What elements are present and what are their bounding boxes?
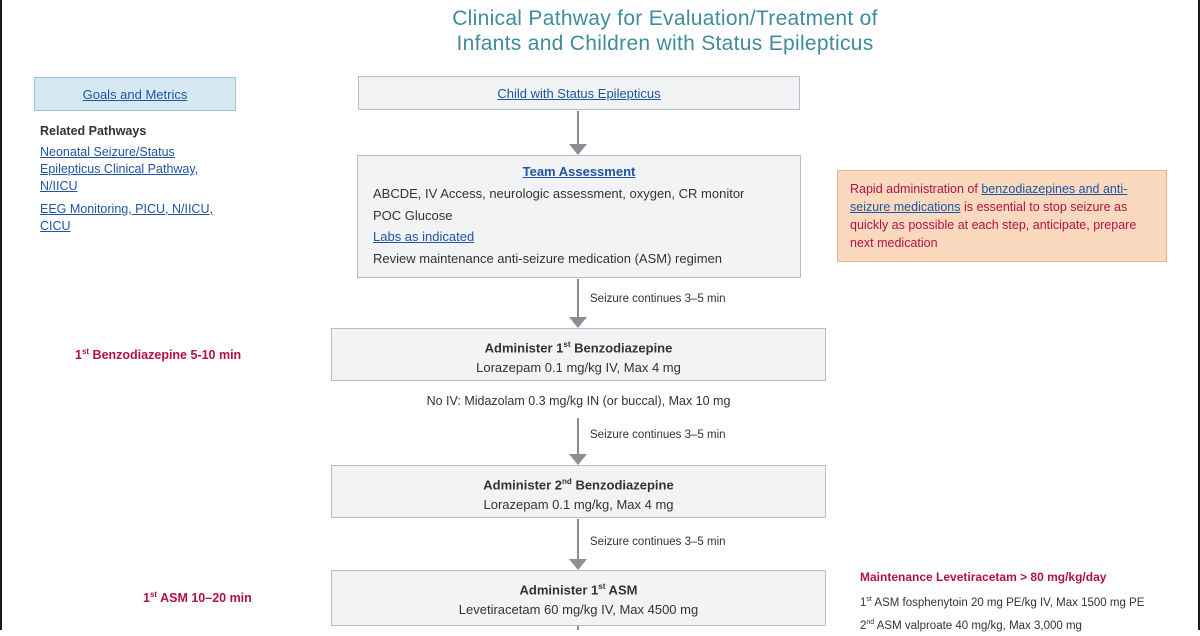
flow-arrow: [567, 626, 589, 630]
goals-metrics-box: Goals and Metrics: [34, 77, 236, 111]
timing-number: 1: [143, 591, 150, 606]
alert-text-after: is essential to stop seizure as quickly …: [850, 200, 1137, 250]
maintenance-item: 1st ASM fosphenytoin 20 mg PE/kg IV, Max…: [860, 590, 1144, 613]
item-number: 1: [860, 596, 867, 609]
first-asm-heading: Administer 1st ASM: [332, 577, 825, 600]
team-assessment-line: ABCDE, IV Access, neurologic assessment,…: [373, 186, 745, 201]
related-pathways-header: Related Pathways: [40, 124, 147, 138]
heading-suffix: ASM: [605, 582, 638, 598]
heading-superscript: nd: [562, 477, 572, 486]
first-benzodiazepine-box: Administer 1st Benzodiazepine Lorazepam …: [331, 328, 826, 381]
second-benzodiazepine-box: Administer 2nd Benzodiazepine Lorazepam …: [331, 465, 826, 518]
item-number: 2: [860, 619, 867, 632]
title-line-2: Infants and Children with Status Epilept…: [456, 32, 874, 55]
asm-timing-label: 1st ASM 10–20 min: [143, 590, 252, 605]
team-assessment-line: Review maintenance anti-seizure medicati…: [373, 250, 722, 266]
first-asm-box: Administer 1st ASM Levetiracetam 60 mg/k…: [331, 570, 826, 626]
flow-arrow: [567, 111, 589, 155]
heading-suffix: Benzodiazepine: [570, 340, 673, 356]
related-pathways: Related Pathways Neonatal Seizure/Status…: [40, 124, 230, 241]
seizure-continues-label: Seizure continues 3–5 min: [590, 536, 726, 548]
goals-metrics-link[interactable]: Goals and Metrics: [82, 86, 188, 102]
neonatal-seizure-pathway-link[interactable]: Neonatal Seizure/Status Epilepticus Clin…: [40, 145, 199, 193]
heading-prefix: Administer 1: [519, 582, 599, 598]
timing-number: 1: [75, 348, 82, 363]
item-text: ASM valproate 40 mg/kg, Max 3,000 mg: [874, 619, 1082, 632]
no-iv-midazolam-note: No IV: Midazolam 0.3 mg/kg IN (or buccal…: [426, 394, 731, 408]
timing-text: ASM 10–20 min: [157, 591, 252, 606]
seizure-continues-label: Seizure continues 3–5 min: [590, 429, 726, 441]
page-title: Clinical Pathway for Evaluation/Treatmen…: [250, 6, 1080, 56]
flow-arrow: [567, 418, 589, 465]
benzodiazepine-timing-label: 1st Benzodiazepine 5-10 min: [75, 347, 241, 362]
maintenance-levetiracetam-section: Maintenance Levetiracetam > 80 mg/kg/day…: [860, 570, 1144, 636]
rapid-administration-alert: Rapid administration of benzodiazepines …: [837, 170, 1167, 262]
first-benzodiazepine-dose: Lorazepam 0.1 mg/kg IV, Max 4 mg: [476, 360, 681, 376]
right-border: [1198, 0, 1200, 630]
team-assessment-link[interactable]: Team Assessment: [522, 164, 636, 179]
team-assessment-box: Team Assessment ABCDE, IV Access, neurol…: [357, 155, 801, 278]
timing-superscript: st: [149, 590, 158, 599]
maintenance-header: Maintenance Levetiracetam > 80 mg/kg/day: [860, 570, 1107, 584]
item-superscript: st: [866, 596, 872, 603]
alert-text-before: Rapid administration of: [850, 182, 982, 196]
heading-prefix: Administer 1: [484, 340, 564, 356]
heading-suffix: Benzodiazepine: [571, 477, 674, 493]
timing-text: Benzodiazepine 5-10 min: [89, 348, 242, 363]
seizure-continues-label: Seizure continues 3–5 min: [590, 293, 726, 305]
item-superscript: nd: [866, 618, 875, 626]
item-text: ASM fosphenytoin 20 mg PE/kg IV, Max 150…: [871, 596, 1145, 609]
second-benzodiazepine-dose: Lorazepam 0.1 mg/kg, Max 4 mg: [483, 497, 674, 513]
start-box: Child with Status Epilepticus: [358, 76, 800, 110]
labs-as-indicated-link[interactable]: Labs as indicated: [373, 229, 475, 244]
flow-arrow: [567, 279, 589, 328]
maintenance-item: 2nd ASM valproate 40 mg/kg, Max 3,000 mg: [860, 613, 1144, 636]
title-line-1: Clinical Pathway for Evaluation/Treatmen…: [452, 7, 878, 30]
left-border: [0, 0, 2, 630]
first-benzodiazepine-heading: Administer 1st Benzodiazepine: [332, 335, 825, 358]
first-asm-dose: Levetiracetam 60 mg/kg IV, Max 4500 mg: [458, 602, 699, 618]
benzodiazepines-asm-link[interactable]: benzodiazepines and anti-seizure medicat…: [850, 182, 1128, 214]
child-status-epilepticus-link[interactable]: Child with Status Epilepticus: [497, 85, 661, 101]
heading-prefix: Administer 2: [483, 477, 563, 493]
second-benzodiazepine-heading: Administer 2nd Benzodiazepine: [332, 472, 825, 495]
heading-superscript: st: [598, 582, 606, 591]
eeg-monitoring-link[interactable]: EEG Monitoring, PICU, N/IICU, CICU: [40, 202, 213, 233]
timing-superscript: st: [81, 347, 90, 356]
flow-arrow: [567, 519, 589, 570]
heading-superscript: st: [563, 340, 571, 349]
team-assessment-line: POC Glucose: [373, 207, 453, 223]
